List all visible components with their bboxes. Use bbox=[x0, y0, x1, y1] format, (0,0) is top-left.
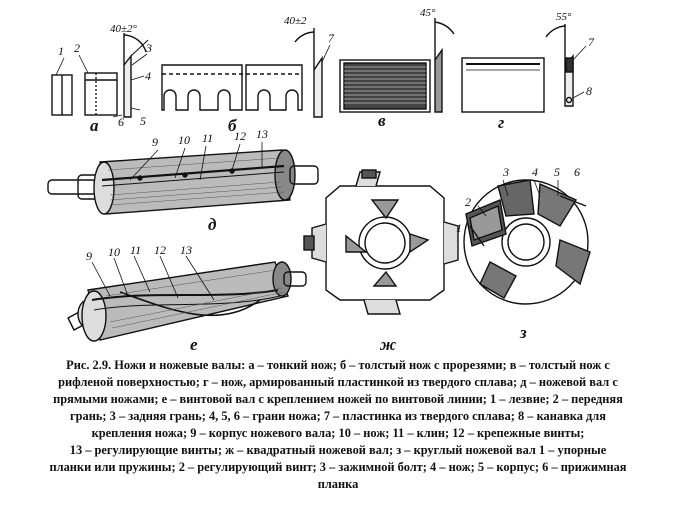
panel-d-straight-cutter-block bbox=[47, 142, 319, 215]
callout-a-1: 1 bbox=[58, 44, 64, 58]
panel-a-thin-knife bbox=[51, 33, 149, 118]
angle-b: 40±2 bbox=[284, 15, 307, 27]
callout-e-12: 12 bbox=[154, 243, 166, 257]
caption-line: грань; 3 – задняя грань; 4, 5, 6 – грани… bbox=[70, 409, 606, 423]
callout-z-1: 1 bbox=[456, 221, 462, 235]
callout-d-12: 12 bbox=[234, 129, 246, 143]
callout-z-3: 3 bbox=[502, 165, 509, 179]
callout-a-3: 3 bbox=[145, 41, 152, 55]
panel-zh-square-cutter-block bbox=[303, 169, 459, 315]
caption-line: 13 – регулирующие винты; ж – квадратный … bbox=[69, 443, 607, 457]
caption-line: планка bbox=[317, 477, 359, 491]
panel-v-ribbed-knife bbox=[339, 18, 455, 113]
caption-line: планки или пружины; 2 – регулирующий вин… bbox=[49, 460, 627, 474]
panel-letter-zh: ж bbox=[379, 335, 396, 354]
callout-e-10: 10 bbox=[108, 245, 120, 259]
callout-d-13: 13 bbox=[256, 127, 268, 141]
panel-g-carbide-knife bbox=[461, 24, 587, 113]
callout-a-2: 2 bbox=[74, 41, 80, 55]
callout-d-9: 9 bbox=[152, 135, 158, 149]
caption-line: рифленой поверхностью; г – нож, армирова… bbox=[58, 375, 618, 389]
panel-z-round-cutter-block bbox=[463, 179, 591, 305]
callout-a-5: 5 bbox=[140, 114, 146, 128]
callout-d-10: 10 bbox=[178, 133, 190, 147]
panel-letter-v: в bbox=[378, 111, 386, 130]
panel-letter-z: з bbox=[519, 323, 527, 342]
callout-d-11: 11 bbox=[202, 131, 213, 145]
figure-caption: Рис. 2.9. Ножи и ножевые валы: а – тонки… bbox=[16, 357, 660, 493]
panel-letter-e: е bbox=[190, 335, 198, 354]
callout-e-13: 13 bbox=[180, 243, 192, 257]
callout-z-4: 4 bbox=[532, 165, 538, 179]
caption-line: прямыми ножами; е – винтовой вал с крепл… bbox=[53, 392, 623, 406]
panel-e-helical-cutter-block bbox=[67, 255, 307, 342]
caption-line: Рис. 2.9. Ножи и ножевые валы: а – тонки… bbox=[66, 358, 610, 372]
panel-letter-b: б bbox=[228, 116, 238, 135]
angle-v: 45° bbox=[420, 7, 436, 19]
callout-a-4: 4 bbox=[145, 69, 151, 83]
callout-z-5: 5 bbox=[554, 165, 560, 179]
panel-letter-g: г bbox=[498, 113, 504, 132]
knives-figure: 40±2° 1 2 3 4 5 6 а 40±2 7 б bbox=[47, 7, 595, 354]
panel-b-thick-knife-slotted bbox=[161, 28, 331, 118]
panel-letter-a: а bbox=[90, 116, 99, 135]
callout-g-8: 8 bbox=[586, 84, 592, 98]
callout-e-9: 9 bbox=[86, 249, 92, 263]
callout-g-7: 7 bbox=[588, 35, 595, 49]
angle-a: 40±2° bbox=[110, 23, 138, 35]
callout-b-7: 7 bbox=[328, 31, 335, 45]
callout-z-6: 6 bbox=[574, 165, 580, 179]
angle-g: 55° bbox=[556, 11, 572, 23]
callout-e-11: 11 bbox=[130, 243, 141, 257]
panel-letter-d: д bbox=[208, 215, 217, 234]
caption-line: крепления ножа; 9 – корпус ножевого вала… bbox=[91, 426, 585, 440]
callout-z-2: 2 bbox=[465, 195, 471, 209]
callout-a-6: 6 bbox=[118, 115, 124, 129]
